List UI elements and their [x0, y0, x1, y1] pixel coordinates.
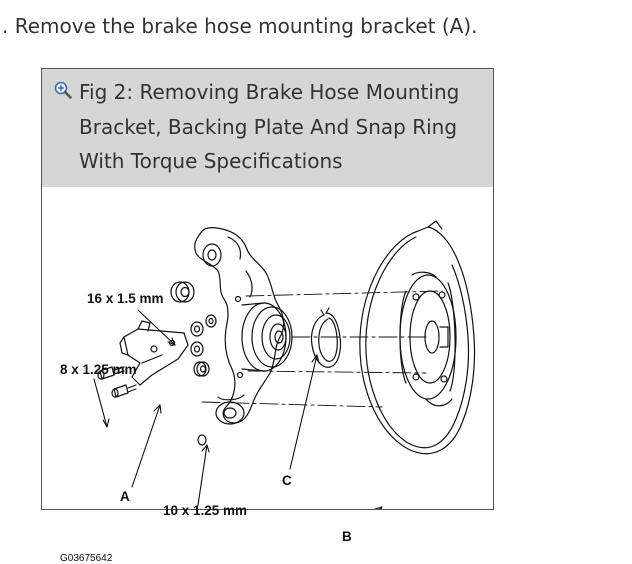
figure-caption-bar: Fig 2: Removing Brake Hose Mounting Brac…	[42, 69, 493, 187]
snap-ring	[310, 307, 342, 368]
label-8x1.25mm: 8 x 1.25 mm	[60, 362, 137, 377]
wheel-hub	[234, 295, 293, 379]
bolts-8mm	[97, 366, 137, 398]
backing-plate	[359, 220, 476, 455]
alignment-lines	[201, 290, 443, 408]
zoom-in-icon[interactable]	[53, 80, 73, 100]
steering-knuckle	[194, 227, 285, 425]
figure: Fig 2: Removing Brake Hose Mounting Brac…	[41, 68, 494, 564]
label-a: A	[120, 489, 130, 504]
figure-caption: Fig 2: Removing Brake Hose Mounting Brac…	[79, 80, 460, 173]
label-b: B	[342, 529, 352, 544]
leader-lines	[93, 309, 383, 534]
washers	[190, 314, 217, 446]
brake-assembly-drawing: 16 x 1.5 mm 8 x 1.25 mm A 10 x 1.25 mm C…	[42, 187, 493, 564]
exploded-view-illustration	[93, 220, 476, 534]
step-text: . Remove the brake hose mounting bracket…	[2, 14, 478, 38]
label-c: C	[282, 473, 292, 488]
figure-code: G03675642	[60, 553, 113, 564]
label-10x1.25mm: 10 x 1.25 mm	[163, 503, 248, 518]
label-16x1.5mm: 16 x 1.5 mm	[87, 291, 164, 306]
nut-16mm	[170, 281, 195, 303]
brake-hose-bracket	[119, 320, 189, 386]
nut-10mm	[193, 361, 210, 377]
